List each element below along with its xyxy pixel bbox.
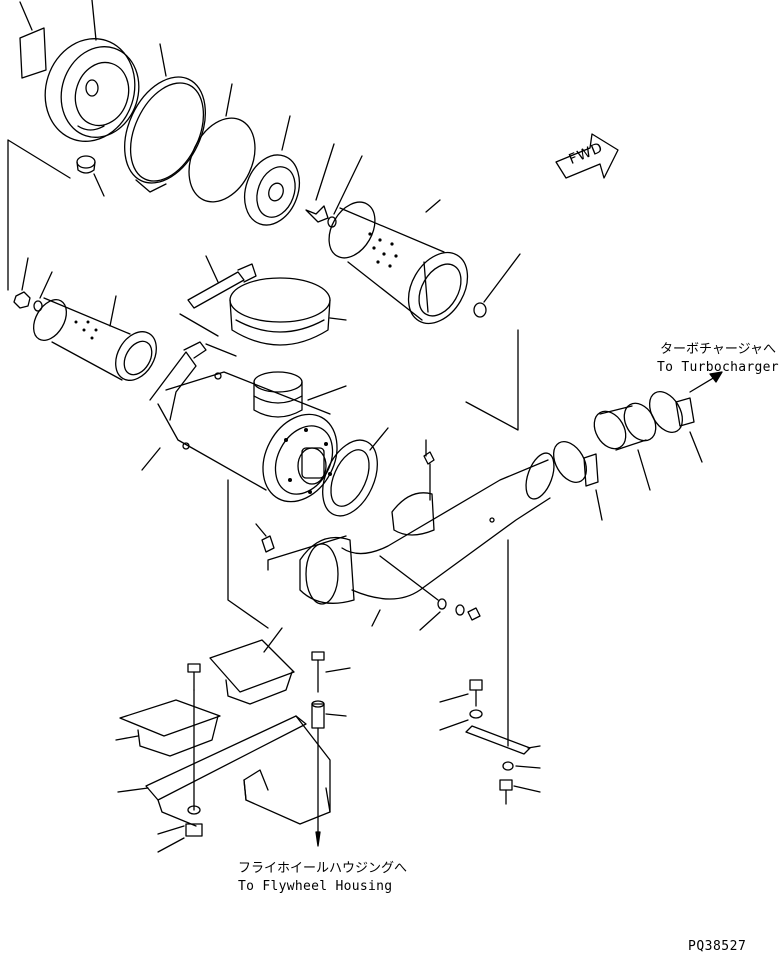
- leader-bracket: [194, 480, 268, 810]
- bracket-plate-left: [116, 700, 220, 756]
- inner-filter-element: [27, 294, 165, 388]
- air-cleaner-body: [142, 342, 352, 515]
- o-ring: [474, 254, 520, 317]
- turbo-arrowhead: [710, 372, 722, 382]
- turbo-label-en: To Turbocharger: [657, 360, 779, 375]
- air-cleaner-cover: [32, 0, 150, 153]
- nut-left: [14, 258, 30, 308]
- drawing-code: PQ38527: [688, 939, 747, 954]
- turbo-label-jp: ターボチャージャへ: [660, 342, 776, 357]
- flange-gasket: [312, 428, 388, 524]
- washer-left: [34, 272, 52, 311]
- mounting-bracket: [118, 716, 330, 826]
- long-bolt: [188, 256, 256, 308]
- leader-pipe: [268, 440, 426, 570]
- leader-bolt: [180, 314, 236, 356]
- label-plate: [20, 2, 46, 78]
- leader-left-bracket: [8, 140, 70, 290]
- hose-clamp-1: [547, 436, 602, 520]
- cap-dust: [77, 156, 104, 196]
- bracket-bolts: [158, 652, 350, 852]
- flywheel-label-en: To Flywheel Housing: [238, 879, 393, 894]
- small-bolts-pipe: [256, 452, 480, 630]
- clamp-band: [109, 44, 222, 196]
- leader-ring: [466, 330, 518, 430]
- dome-cap: [230, 278, 346, 345]
- fwd-arrow: [556, 134, 618, 178]
- washer-small: [328, 156, 362, 227]
- intake-pipe: [300, 449, 559, 626]
- seal-plate: [235, 116, 308, 233]
- flywheel-label-jp: フライホイールハウジングへ: [238, 861, 408, 876]
- hose-clamp-2: [643, 386, 702, 462]
- outer-filter-element: [320, 194, 480, 334]
- gasket-disc: [176, 84, 268, 213]
- bracket-plate-top: [210, 628, 294, 704]
- wing-nut: [306, 144, 334, 222]
- stay-bracket: [440, 540, 540, 804]
